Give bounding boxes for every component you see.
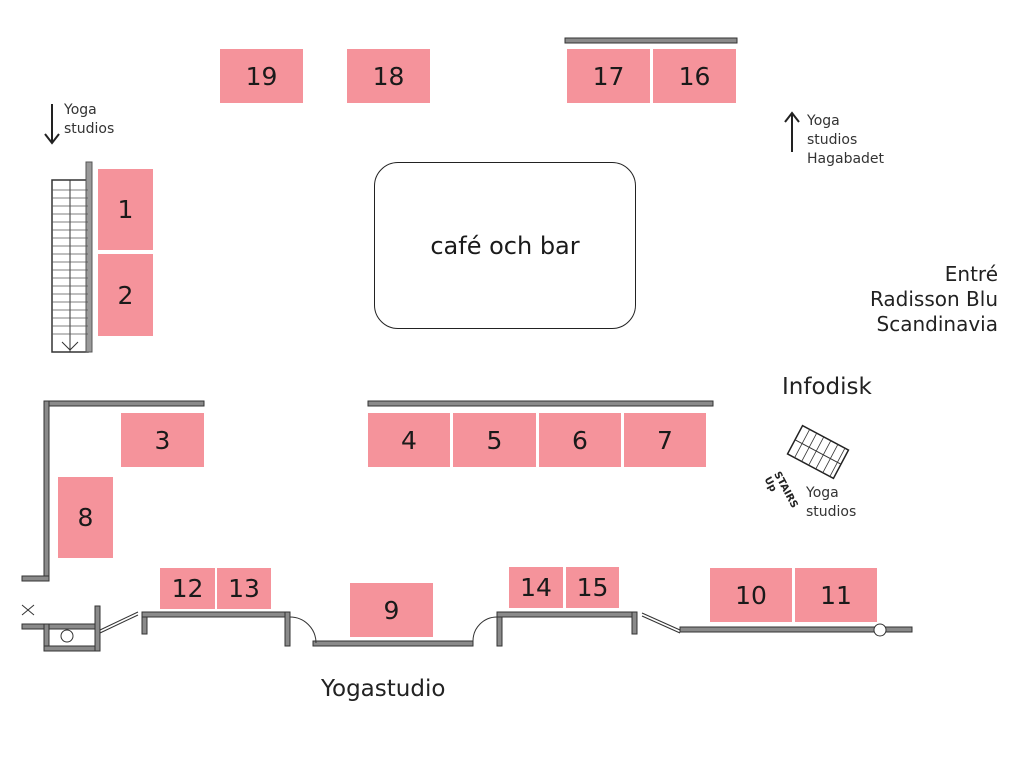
label-line: Yoga — [806, 485, 839, 501]
label-line: studios — [806, 504, 857, 520]
booth-number: 16 — [678, 61, 711, 91]
booth-number: 9 — [383, 595, 400, 625]
yoga-studios-left-label: Yoga studios — [64, 101, 114, 139]
booth-14[interactable]: 14 — [509, 567, 563, 608]
booth-number: 14 — [520, 573, 552, 602]
label-line: studios — [64, 121, 115, 137]
label-line: Scandinavia — [876, 312, 998, 336]
booth-9[interactable]: 9 — [350, 583, 433, 637]
staircase-left — [51, 161, 93, 353]
booth-13[interactable]: 13 — [217, 568, 271, 609]
booth-12[interactable]: 12 — [160, 568, 215, 609]
booth-2[interactable]: 2 — [98, 254, 153, 336]
entrance-label: Entré Radisson Blu Scandinavia — [870, 262, 998, 337]
booth-number: 3 — [154, 425, 171, 455]
stairs-icon — [786, 424, 850, 480]
label-line: Entré — [944, 262, 998, 286]
booth-7[interactable]: 7 — [624, 413, 706, 467]
label-line: Radisson Blu — [869, 287, 998, 311]
booth-1[interactable]: 1 — [98, 169, 153, 250]
cafe-label: café och bar — [430, 231, 580, 260]
label-line: Hagabadet — [807, 151, 885, 167]
booth-number: 2 — [117, 280, 134, 310]
booth-19[interactable]: 19 — [220, 49, 303, 103]
label-line: studios — [807, 132, 858, 148]
booth-number: 19 — [245, 61, 278, 91]
booth-number: 5 — [486, 425, 503, 455]
booth-8[interactable]: 8 — [58, 477, 113, 558]
infodisk-label: Infodisk — [782, 374, 872, 400]
yoga-studios-hagabadet-label: Yoga studios Hagabadet — [807, 112, 884, 169]
yoga-studios-stairs-label: Yoga studios — [806, 484, 856, 522]
booth-number: 1 — [117, 195, 134, 224]
booth-number: 18 — [372, 61, 405, 91]
label-line: Yoga — [64, 102, 97, 118]
booth-3[interactable]: 3 — [121, 413, 204, 467]
booth-number: 13 — [228, 574, 260, 603]
booth-4[interactable]: 4 — [368, 413, 450, 467]
booth-number: 11 — [820, 580, 852, 610]
booth-15[interactable]: 15 — [566, 567, 619, 608]
booth-17[interactable]: 17 — [567, 49, 650, 103]
booth-5[interactable]: 5 — [453, 413, 536, 467]
arrow-down-icon — [44, 104, 60, 145]
booth-number: 6 — [572, 425, 588, 455]
booth-10[interactable]: 10 — [710, 568, 792, 622]
booth-number: 8 — [77, 503, 94, 532]
booth-11[interactable]: 11 — [795, 568, 877, 622]
label-line: Yoga — [807, 113, 840, 129]
booth-number: 7 — [657, 425, 673, 455]
booth-number: 10 — [735, 580, 767, 610]
booth-number: 17 — [592, 61, 625, 91]
booth-16[interactable]: 16 — [653, 49, 736, 103]
booth-number: 12 — [171, 574, 204, 603]
bottom-walls — [21, 605, 913, 652]
booth-number: 4 — [401, 425, 417, 455]
booth-6[interactable]: 6 — [539, 413, 621, 467]
arrow-up-icon — [784, 111, 800, 152]
booth-18[interactable]: 18 — [347, 49, 430, 103]
cafe-area[interactable]: café och bar — [374, 162, 636, 329]
yogastudio-label: Yogastudio — [321, 676, 446, 702]
booth-number: 15 — [576, 573, 609, 602]
